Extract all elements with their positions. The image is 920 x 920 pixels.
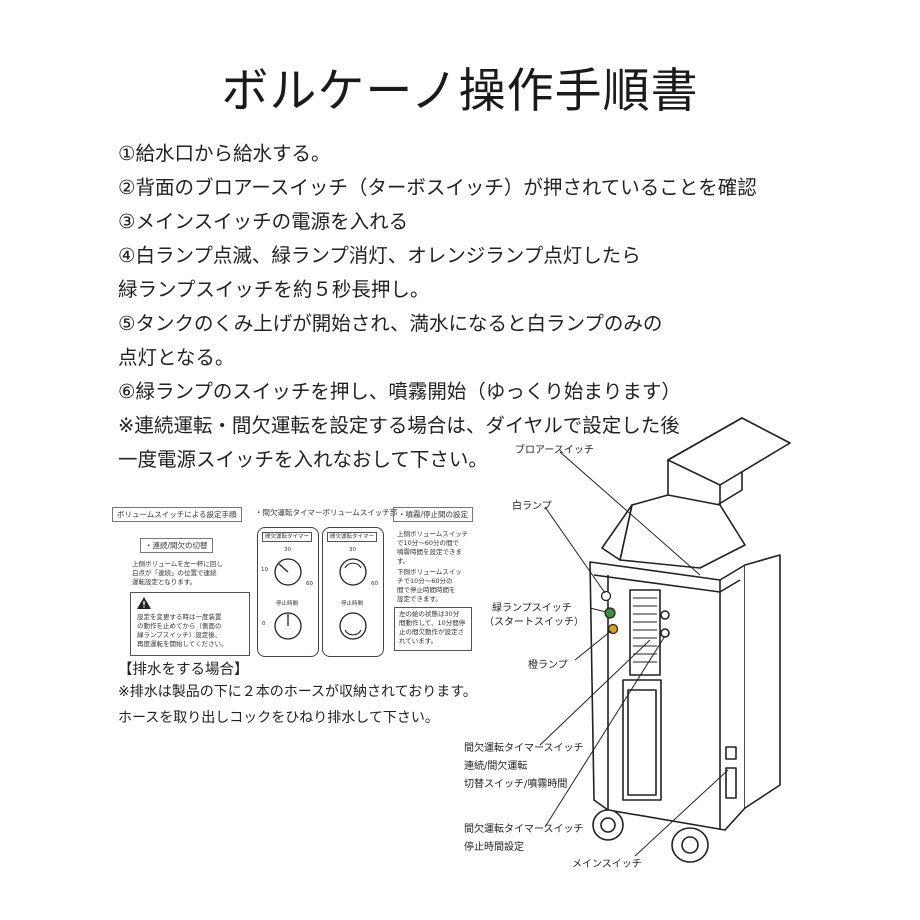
timer-stop-label-1: 間欠運転タイマースイッチ — [464, 824, 584, 835]
lower-text-2: チで10分～60分の — [397, 577, 453, 585]
warning-text-2: の動作を止めてから（側面の — [137, 622, 222, 630]
warning-text-3: 緑ランプスイッチ）設定後、 — [137, 631, 222, 639]
inset-box-title-3: ・噴霧/停止間の設定 — [393, 507, 474, 522]
dial-knob-right — [339, 558, 367, 640]
page-title: ボルケーノ操作手順書 — [221, 64, 699, 119]
note-line-1: ※連続運転・間欠運転を設定する場合は、ダイヤルで設定した後 — [118, 414, 680, 437]
upper-text-4: す。 — [397, 557, 410, 565]
start-switch-label: （スタートスイッチ） — [484, 617, 584, 628]
note-line-2: 一度電源スイッチを入れなおして下さい。 — [118, 448, 488, 471]
lower-text-3: 間で停止時間時間を — [397, 586, 456, 594]
mode-text-3: 運転設定となります。 — [132, 578, 197, 586]
step-3: ③メインスイッチの電源を入れる — [118, 210, 409, 233]
dial-top-value-2: 30 — [349, 547, 356, 553]
step-2: ②背面のブロアースイッチ（ターボスイッチ）が押されていることを確認 — [118, 176, 757, 199]
drain-heading: 【排水をする場合】 — [118, 662, 249, 678]
upper-text-1: 上側ボリュームスイッチ — [397, 530, 469, 538]
green-switch-label: 緑ランプスイッチ — [492, 603, 572, 614]
inset-box-title-1: ボリュームスイッチによる設定手順 — [112, 507, 242, 522]
timer-switch-label-1: 間欠運転タイマースイッチ — [464, 743, 584, 754]
dial-left-value: 10 — [261, 567, 268, 573]
state-note-3: 止の間欠動作が設定さ — [399, 628, 464, 636]
orange-lamp-label: 橙ランプ — [528, 660, 568, 671]
timer-switch-label-3: 切替スイッチ/噴霧時間 — [464, 779, 568, 790]
white-lamp-icon — [600, 590, 612, 602]
orange-lamp-icon — [607, 623, 619, 635]
main-switch-label: メインスイッチ — [572, 859, 642, 870]
dial-stop-label-2: 停止時間 — [341, 601, 364, 607]
warning-icon — [137, 597, 151, 609]
drain-line-1: ※排水は製品の下に２本のホースが収納されております。 — [118, 684, 477, 700]
timer-stop-label-2: 停止時間設定 — [464, 842, 524, 853]
lower-text-1: 下側ボリュームスイッ — [397, 568, 462, 576]
mode-text-2: 白点が「連続」の位置で連続 — [132, 569, 217, 577]
dial-header: 間欠運転タイマー — [262, 532, 313, 542]
inset-box-title-2: ・間欠運転タイマーボリュームスイッチ部 — [255, 508, 398, 517]
step-6: ⑥緑ランプのスイッチを押し、噴霧開始（ゆっくり始まります） — [118, 380, 681, 403]
dial-panel-left: 間欠運転タイマー 30 10 60 停止時間 0 — [257, 527, 319, 657]
mode-label: ・連続/間欠の切替 — [140, 538, 213, 553]
upper-text-2: で10分～60分の間で — [397, 539, 460, 547]
dial-right-value: 60 — [306, 581, 313, 587]
upper-text-3: 噴霧時間を設定できま — [397, 548, 462, 556]
state-note-1: 左の絵の状態は30分 — [399, 610, 460, 618]
dial-panel-right: 間欠運転タイマー 30 60 停止時間 — [322, 527, 384, 657]
warning-box: 設定を変更する時は一度装置 の動作を止めてから（側面の 緑ランプスイッチ）設定後… — [130, 592, 250, 656]
dial-zero-value: 0 — [262, 621, 266, 627]
dial-stop-label: 停止時間 — [276, 601, 299, 607]
state-note-box: 左の絵の状態は30分 間動作して、10分間停 止の間欠動作が設定さ れています。 — [394, 607, 472, 651]
state-note-2: 間動作して、10分間停 — [399, 619, 466, 627]
dial-right-value-2: 60 — [371, 581, 378, 587]
step-5-continued: 点灯となる。 — [118, 346, 235, 369]
step-5: ⑤タンクのくみ上げが開始され、満水になると白ランプのみの — [118, 312, 663, 335]
timer-switch-label-2: 連続/間欠運転 — [464, 761, 528, 772]
blower-switch-label: ブロアースイッチ — [515, 445, 594, 456]
dial-header-2: 間欠運転タイマー — [327, 532, 378, 542]
green-lamp-icon — [604, 607, 616, 619]
step-4-continued: 緑ランプスイッチを約５秒長押し。 — [118, 278, 430, 301]
lower-text-4: 設定できます。 — [397, 595, 442, 603]
step-1: ①給水口から給水する。 — [118, 142, 331, 165]
step-4: ④白ランプ点滅、緑ランプ消灯、オレンジランプ点灯したら — [118, 244, 641, 267]
white-lamp-label: 白ランプ — [512, 501, 552, 512]
warning-text-4: 再度運転を開始してください。 — [137, 640, 228, 648]
state-note-4: れています。 — [399, 637, 438, 645]
dial-top-value: 30 — [284, 547, 291, 553]
mode-text-1: 上側ボリュームを左一杯に回し — [132, 560, 223, 568]
drain-line-2: ホースを取り出しコックをひねり排水して下さい。 — [118, 710, 439, 726]
warning-text-1: 設定を変更する時は一度装置 — [137, 613, 222, 621]
dial-knob-upper — [274, 558, 302, 640]
